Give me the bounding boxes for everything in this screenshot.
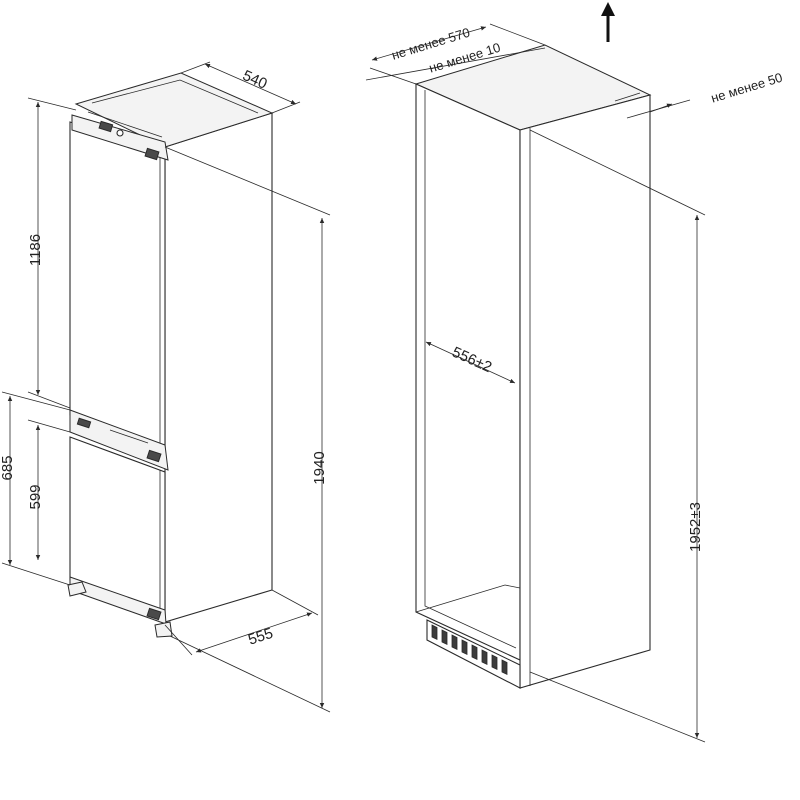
vent-grille — [431, 624, 508, 676]
niche-left-panel — [415, 83, 521, 661]
upper-hinge-screw — [116, 129, 124, 137]
dim-line-570 — [371, 26, 487, 61]
upper-hinge-right — [144, 147, 160, 161]
dim-label-1940: 1940 — [311, 451, 328, 484]
dim-line-540 — [204, 63, 297, 105]
dim-label-1952: 1952±3 — [687, 502, 704, 552]
dim-line-556 — [425, 341, 516, 384]
niche-right-panel — [519, 94, 651, 689]
fridge-foot-left — [67, 581, 87, 597]
fridge-top-edge — [87, 111, 163, 138]
upper-hinge-bar — [71, 114, 169, 161]
fridge-foot-right — [154, 621, 173, 638]
arrow-up-icon — [601, 2, 615, 42]
dim-label-685: 685 — [0, 455, 16, 480]
bottom-hinge-right — [146, 607, 162, 621]
dim-label-555: 555 — [246, 625, 275, 649]
niche-bottom-inner — [415, 584, 521, 613]
fridge-side-panel — [164, 112, 273, 623]
middle-hinge-right — [146, 449, 162, 463]
niche-inner-edge — [424, 90, 517, 649]
dim-line-555 — [195, 612, 313, 653]
middle-divider-line — [109, 429, 149, 444]
dim-line-10 — [365, 47, 546, 81]
dim-line-50 — [649, 103, 673, 113]
dim-label-540: 540 — [240, 67, 270, 93]
dim-label-599: 599 — [27, 484, 44, 509]
refrigerator-drawing — [67, 72, 274, 638]
dim-label-50: не менее 50 — [709, 70, 784, 106]
middle-hinge-left — [76, 417, 92, 429]
upper-hinge — [98, 120, 114, 133]
niche-drawing — [414, 44, 652, 689]
middle-hinge-bar — [69, 409, 169, 471]
dim-label-1186: 1186 — [27, 234, 44, 266]
fridge-upper-door — [69, 121, 166, 451]
